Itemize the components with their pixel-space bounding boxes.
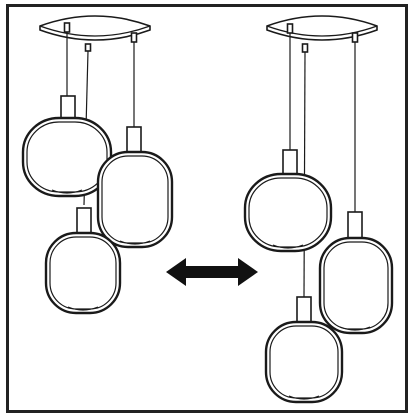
pendant-shade-icon [243, 149, 333, 253]
pendant-shade-icon [264, 296, 344, 404]
frame-border [6, 4, 408, 413]
pendant-shade-icon [318, 211, 394, 335]
right-fixture [243, 15, 394, 404]
ceiling-canopy-icon [266, 15, 378, 53]
pendant-shade-icon [96, 126, 174, 249]
double-arrow-icon [166, 258, 258, 286]
pendant-shade-icon [44, 207, 122, 315]
left-fixture [21, 15, 174, 315]
